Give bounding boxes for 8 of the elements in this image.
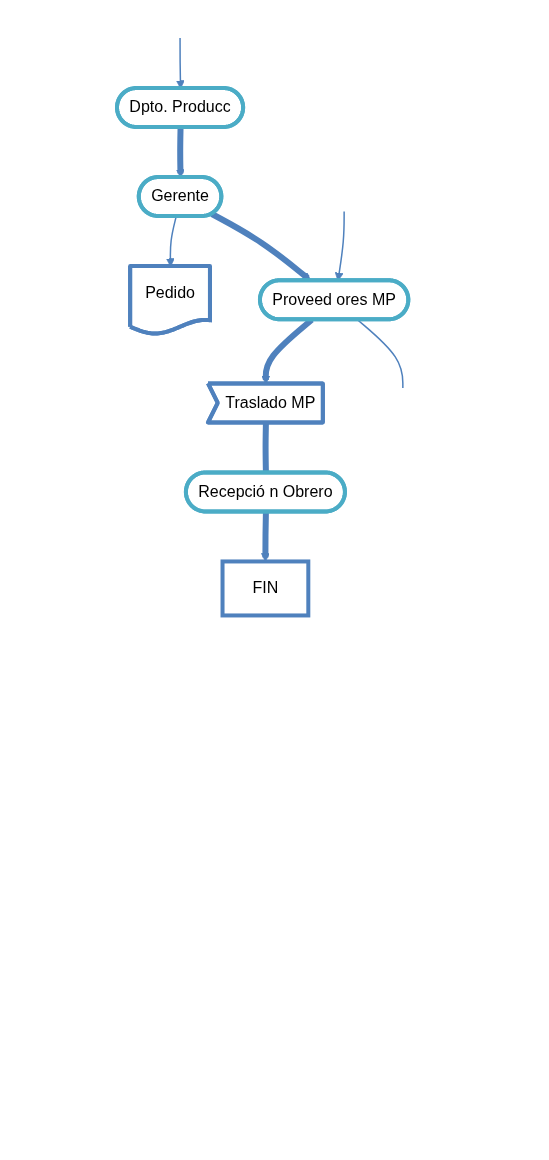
flow-node: Dpto. Producc — [114, 86, 245, 129]
flow-node: Traslado MP — [205, 381, 325, 425]
flow-node: FIN — [220, 559, 310, 618]
flow-node: Recepció n Obrero — [183, 470, 347, 514]
arrow — [260, 511, 270, 562]
flow-node: Gerente — [136, 175, 223, 218]
flow-node: Pedido — [127, 264, 212, 336]
flow-node: Proveed ores MP — [257, 278, 410, 322]
